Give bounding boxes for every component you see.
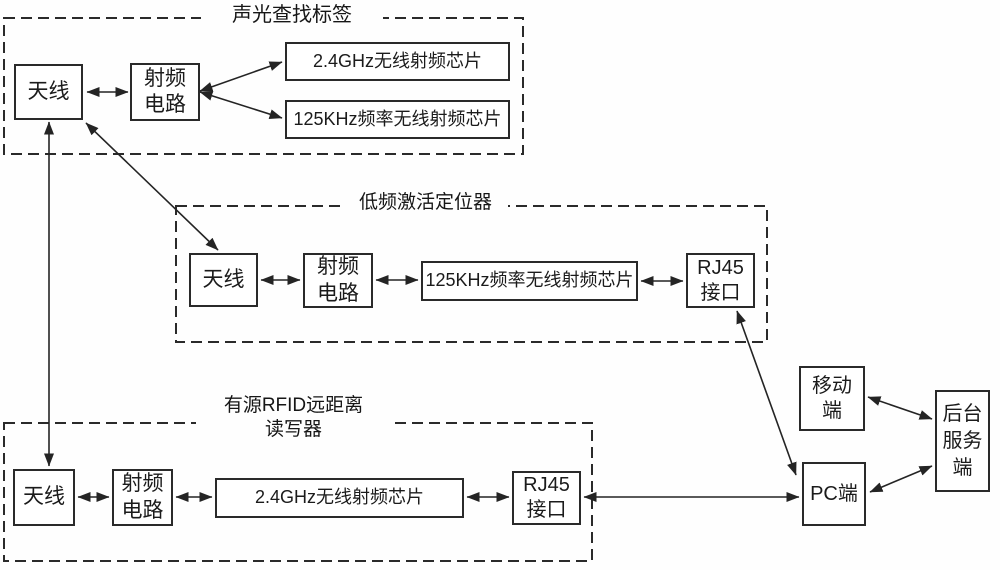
locator-rf-circuit-box: 射频 电路 xyxy=(303,253,373,308)
arrow-pc-server xyxy=(869,465,933,493)
tag-chip-24ghz-box: 2.4GHz无线射频芯片 xyxy=(285,42,510,81)
tag-rf-circuit-box: 射频 电路 xyxy=(130,63,200,121)
backend-server-box: 后台 服务 端 xyxy=(935,390,990,492)
locator-rj45-box: RJ45 接口 xyxy=(686,253,755,308)
mobile-terminal-box: 移动 端 xyxy=(799,366,865,431)
reader-rf-circuit-box: 射频 电路 xyxy=(112,469,173,526)
reader-group-title: 有源RFID远距离 读写器 xyxy=(196,394,391,442)
locator-antenna-box: 天线 xyxy=(189,253,258,307)
reader-chip-24ghz-box: 2.4GHz无线射频芯片 xyxy=(215,478,464,518)
pc-terminal-box: PC端 xyxy=(802,462,866,526)
locator-chip-125khz-box: 125KHz频率无线射频芯片 xyxy=(421,261,638,301)
tag-antenna-box: 天线 xyxy=(14,64,83,120)
locator-group-title: 低频激活定位器 xyxy=(343,191,508,215)
arrow-tag-antenna-locator-antenna xyxy=(85,122,219,251)
arrow-tag-rf-chip125 xyxy=(199,91,283,119)
reader-antenna-box: 天线 xyxy=(13,469,75,526)
tag-group-title: 声光查找标签 xyxy=(201,3,383,28)
arrow-mobile-server xyxy=(867,396,933,420)
tag-chip-125khz-box: 125KHz频率无线射频芯片 xyxy=(285,100,510,139)
reader-rj45-box: RJ45 接口 xyxy=(512,471,581,525)
arrow-tag-rf-chip24 xyxy=(199,61,283,92)
arrow-locator-rj45-pc xyxy=(736,310,797,476)
